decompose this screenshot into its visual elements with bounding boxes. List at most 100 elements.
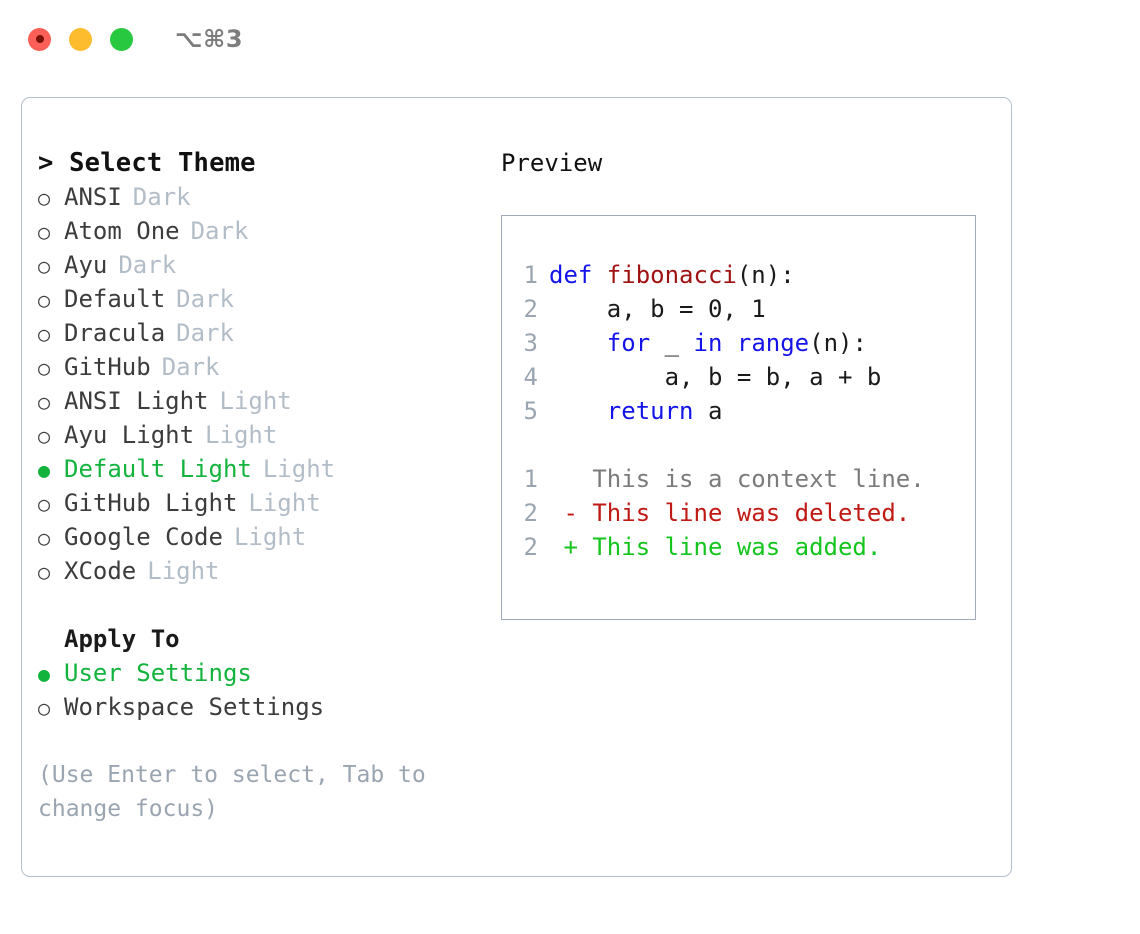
code-line: 1 def fibonacci(n): (516, 258, 925, 292)
apply-to-list[interactable]: ● User Settings ○Workspace Settings (38, 656, 483, 724)
theme-option-default-light[interactable]: ● Default Light Light (38, 452, 483, 486)
theme-category-badge: Dark (176, 319, 234, 347)
keyboard-hint: (Use Enter to select, Tab to change focu… (38, 762, 440, 822)
code-token-kw: for (606, 329, 651, 357)
line-number: 2 (523, 533, 538, 561)
theme-category-badge: Dark (176, 285, 234, 313)
theme-option-label: XCode (64, 557, 137, 585)
theme-option-label: GitHub Light (64, 489, 238, 517)
code-token-kw: return (606, 397, 694, 425)
line-number: 1 (523, 465, 538, 493)
apply-to-option-workspace-settings[interactable]: ○Workspace Settings (38, 690, 483, 724)
minimize-window-button[interactable] (69, 27, 92, 51)
code-line: 5 return a (516, 394, 925, 428)
theme-option-ansi[interactable]: ○ ANSI Dark (38, 180, 483, 214)
close-window-button[interactable] (28, 27, 51, 51)
preview-label: Preview (501, 149, 603, 177)
keyboard-shortcut-label: ⌥⌘3 (175, 25, 244, 53)
theme-category-badge: Dark (190, 217, 249, 245)
code-token-ctx: This is a context line. (549, 465, 925, 493)
diff-line: 2 - This line was deleted. (516, 496, 925, 530)
theme-option-xcode[interactable]: ○ XCode Light (38, 554, 483, 588)
code-token-kw: def (549, 261, 607, 289)
radio-selected-icon: ● (38, 458, 51, 482)
radio-unselected-icon: ○ (38, 254, 51, 278)
theme-option-label: Default Light (64, 455, 252, 483)
radio-unselected-icon: ○ (38, 560, 51, 584)
theme-category-badge: Light (248, 489, 321, 517)
radio-unselected-icon: ○ (38, 526, 51, 550)
radio-unselected-icon: ○ (38, 220, 51, 244)
radio-unselected-icon: ○ (38, 492, 51, 516)
line-number: 3 (523, 329, 538, 357)
page-title: > Select Theme (38, 148, 256, 178)
code-token-fn: fibonacci (606, 261, 737, 289)
code-token-plain: (n): (736, 261, 795, 289)
apply-to-heading: Apply To (38, 622, 483, 656)
theme-category-badge: Dark (132, 183, 191, 211)
diff-line: 1 This is a context line. (516, 462, 925, 496)
theme-category-badge: Light (219, 387, 292, 415)
theme-option-label: GitHub (64, 353, 151, 381)
code-token-plain: a, b = b, a + b (549, 363, 882, 391)
radio-unselected-icon: ○ (38, 356, 51, 380)
maximize-window-button[interactable] (110, 27, 133, 51)
theme-category-badge: Light (205, 421, 278, 449)
theme-category-badge: Light (262, 455, 336, 483)
theme-option-label: Dracula (64, 319, 166, 347)
code-line: 4 a, b = b, a + b (516, 360, 925, 394)
theme-option-label: Default (64, 285, 166, 313)
line-number: 1 (523, 261, 538, 289)
theme-category-badge: Dark (161, 353, 220, 381)
radio-unselected-icon: ○ (38, 390, 51, 414)
diff-line: 2 + This line was added. (516, 530, 925, 564)
line-number: 2 (523, 295, 538, 323)
diff-block: 1 This is a context line.2 - This line w… (516, 462, 925, 564)
line-number: 2 (523, 499, 538, 527)
line-number: 4 (523, 363, 538, 391)
code-diff-separator (516, 428, 925, 462)
code-line: 2 a, b = 0, 1 (516, 292, 925, 326)
theme-option-github[interactable]: ○ GitHub Dark (38, 350, 483, 384)
theme-option-default[interactable]: ○ Default Dark (38, 282, 483, 316)
theme-option-dracula[interactable]: ○ Dracula Dark (38, 316, 483, 350)
apply-to-heading-label: Apply To (64, 625, 180, 653)
code-token-plain: a, b = 0, 1 (549, 295, 766, 323)
theme-option-label: ANSI (64, 183, 122, 211)
radio-unselected-icon: ○ (38, 186, 51, 210)
code-token-kw: range (736, 329, 810, 357)
code-token-plain (549, 397, 607, 425)
code-token-plain: (n): (809, 329, 867, 357)
theme-option-label: Ayu Light (64, 421, 195, 449)
theme-option-ansi-light[interactable]: ○ ANSI Light Light (38, 384, 483, 418)
list-spacer (38, 588, 483, 622)
apply-to-option-label: User Settings (64, 659, 252, 687)
radio-unselected-icon: ○ (38, 322, 51, 346)
code-token-del: - This line was deleted. (549, 499, 911, 527)
code-line: 3 for _ in range(n): (516, 326, 925, 360)
theme-option-label: ANSI Light (64, 387, 209, 415)
radio-selected-icon: ● (38, 662, 51, 686)
code-token-plain: a (693, 397, 723, 425)
apply-to-option-user-settings[interactable]: ● User Settings (38, 656, 483, 690)
radio-unselected-icon: ○ (38, 696, 51, 720)
theme-category-badge: Light (147, 557, 220, 585)
radio-unselected-icon: ○ (38, 424, 51, 448)
theme-option-github-light[interactable]: ○ GitHub Light Light (38, 486, 483, 520)
theme-option-label: Ayu (64, 251, 108, 279)
theme-option-label: Google Code (64, 523, 223, 551)
traffic-lights (28, 27, 133, 51)
theme-option-ayu-light[interactable]: ○ Ayu Light Light (38, 418, 483, 452)
radio-unselected-icon: ○ (38, 288, 51, 312)
